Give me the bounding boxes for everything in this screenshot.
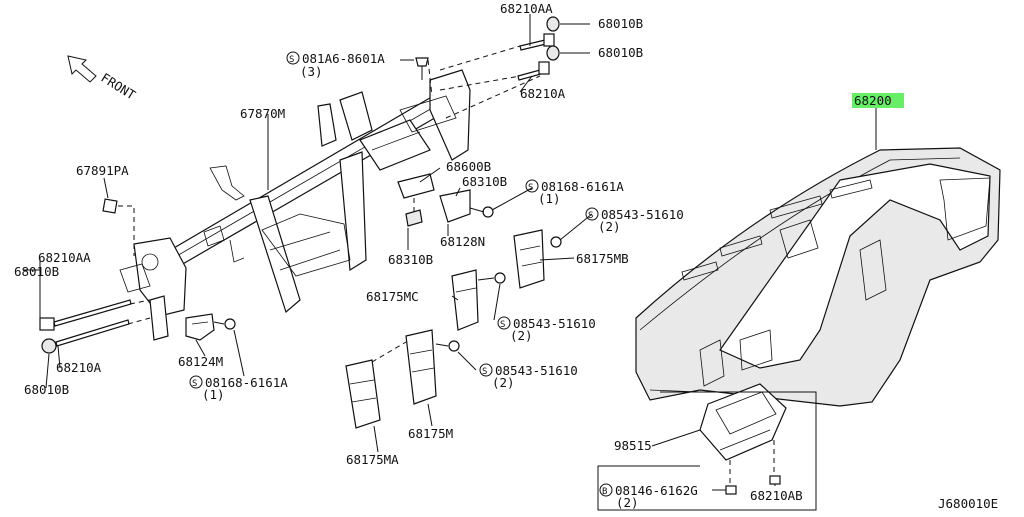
callout-08543-c-qty: (2)	[492, 375, 515, 390]
s-symbol-icon: S	[497, 316, 511, 330]
callout-08146-6162G: 08146-6162G	[615, 483, 698, 498]
callout-08543-51610-b: 08543-51610	[513, 316, 596, 331]
airbag-module	[699, 383, 787, 495]
callout-68010B-top2: 68010B	[598, 45, 643, 60]
bracket-68175M	[405, 329, 460, 405]
b-symbol-icon: B	[599, 483, 613, 497]
callout-68124M: 68124M	[178, 354, 223, 369]
callout-68010B-left: 68010B	[14, 264, 59, 279]
callout-68128N: 68128N	[440, 234, 485, 249]
callout-68010B-top1: 68010B	[598, 16, 643, 31]
callout-68175MA: 68175MA	[346, 452, 399, 467]
leader-lines	[24, 14, 877, 491]
airbag-callout-box	[597, 391, 817, 511]
callout-08168-6161A-b: 08168-6161A	[205, 375, 288, 390]
callout-68200: 68200	[854, 93, 892, 108]
drawing-number: J680010E	[938, 496, 998, 511]
bracket-68124M	[185, 313, 236, 341]
callout-68175MB: 68175MB	[576, 251, 629, 266]
svg-text:S: S	[588, 211, 593, 221]
callout-68310B-b: 68310B	[388, 252, 433, 267]
bracket-68175MC	[451, 269, 506, 331]
callout-68600B: 68600B	[446, 159, 491, 174]
svg-text:S: S	[192, 379, 197, 389]
s-symbol-icon: S	[286, 51, 300, 65]
callout-67891PA: 67891PA	[76, 163, 129, 178]
top-bolts	[415, 16, 560, 81]
callout-68210AA-top: 68210AA	[500, 1, 553, 16]
steering-member-beam	[119, 69, 471, 341]
callout-98515: 98515	[614, 438, 652, 453]
callout-08168-a-qty: (1)	[538, 191, 561, 206]
callout-68210AB: 68210AB	[750, 488, 803, 503]
callout-08543-b-qty: (2)	[510, 328, 533, 343]
callout-08168-6161A-a: 08168-6161A	[541, 179, 624, 194]
instrument-panel-assembly	[635, 147, 1001, 407]
svg-text:S: S	[482, 367, 487, 377]
s-symbol-icon: S	[525, 179, 539, 193]
callout-08168-b-qty: (1)	[202, 387, 225, 402]
callout-68010B-bottom: 68010B	[24, 382, 69, 397]
callout-68210A-top: 68210A	[520, 86, 566, 101]
callout-68310B-a: 68310B	[462, 174, 507, 189]
left-bolts	[39, 198, 132, 354]
callout-68175M: 68175M	[408, 426, 453, 441]
front-label: FRONT	[98, 70, 138, 103]
front-arrow-icon	[67, 55, 97, 83]
callout-08543-51610-c: 08543-51610	[495, 363, 578, 378]
bracket-68175MA	[345, 359, 381, 429]
svg-text:S: S	[528, 183, 533, 193]
callout-081A6-8601A: 081A6-8601A	[302, 51, 385, 66]
svg-text:S: S	[500, 320, 505, 330]
s-symbol-icon: S	[585, 207, 599, 221]
callout-68210AA-left: 68210AA	[38, 250, 91, 265]
callout-08543-a-qty: (2)	[598, 219, 621, 234]
callout-68210A-left: 68210A	[56, 360, 102, 375]
callout-67870M: 67870M	[240, 106, 285, 121]
callout-08543-51610-a: 08543-51610	[601, 207, 684, 222]
svg-text:S: S	[289, 55, 294, 65]
s-symbol-icon: S	[479, 363, 493, 377]
bracket-68175MB	[513, 229, 562, 289]
highlight-68200	[852, 93, 904, 108]
callout-08146-qty: (2)	[616, 495, 639, 510]
s-symbol-icon: S	[189, 375, 203, 389]
clip-brackets	[397, 173, 494, 227]
svg-text:B: B	[602, 487, 607, 497]
callout-081A6-qty: (3)	[300, 64, 323, 79]
callout-68175MC: 68175MC	[366, 289, 419, 304]
